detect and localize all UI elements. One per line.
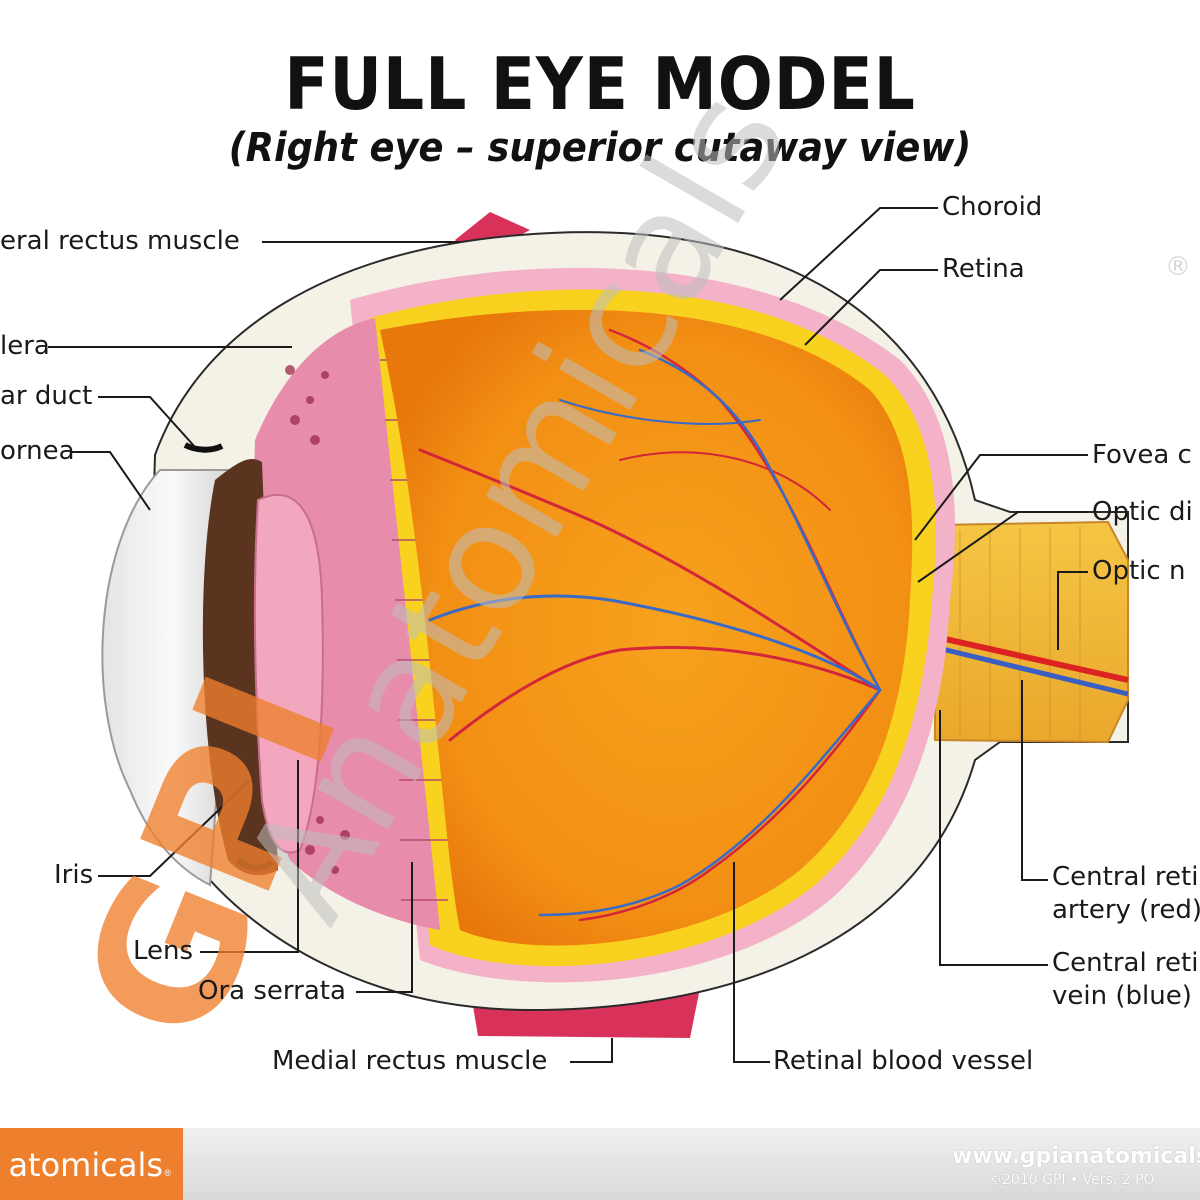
page-subtitle: (Right eye – superior cutaway view) (228, 125, 972, 171)
watermark-registered-mark: ® (1165, 252, 1191, 282)
label-central-retinal-vein-line1: Central reti (1052, 948, 1199, 978)
label-central-retinal-vein-line2: vein (blue) (1052, 981, 1192, 1011)
brand-text: atomicals (8, 1146, 163, 1184)
brand-registered-mark: ® (164, 1168, 171, 1178)
label-iris: Iris (54, 860, 94, 890)
label-retinal-blood-vessel: Retinal blood vessel (773, 1046, 1034, 1076)
lens-shape (253, 494, 324, 854)
brand-logo: atomicals ® (0, 1128, 183, 1200)
vitreous-chamber (380, 309, 913, 946)
copyright-text: ©2010 GPI • Vers. 2 PO (988, 1172, 1155, 1188)
label-fovea: Fovea c (1092, 440, 1192, 470)
label-central-retinal-artery-line2: artery (red) (1052, 895, 1200, 925)
eye-model-illustration: GPI Anatomicals ® (40, 62, 1191, 1068)
footer-bar: atomicals ® www.gpianatomicals ©2010 GPI… (0, 1128, 1200, 1200)
label-lateral-rectus-muscle: eral rectus muscle (0, 226, 240, 256)
label-retina: Retina (942, 254, 1025, 284)
label-lens: Lens (133, 936, 194, 966)
label-medial-rectus-muscle: Medial rectus muscle (272, 1046, 548, 1076)
label-optic-disc: Optic di (1092, 497, 1193, 527)
label-choroid: Choroid (942, 192, 1043, 222)
label-ora-serrata: Ora serrata (198, 976, 346, 1006)
leader-lines (48, 207, 1088, 1063)
optic-nerve-shape (934, 520, 1129, 744)
label-cornea: ornea (0, 436, 75, 466)
website-link[interactable]: www.gpianatomicals (952, 1144, 1200, 1169)
label-lacrimal-duct: ar duct (0, 381, 93, 411)
label-sclera: lera (0, 331, 50, 361)
label-central-retinal-artery-line1: Central reti (1052, 862, 1199, 892)
page-title: FULL EYE MODEL (284, 42, 916, 126)
label-optic-nerve: Optic n (1092, 556, 1186, 586)
